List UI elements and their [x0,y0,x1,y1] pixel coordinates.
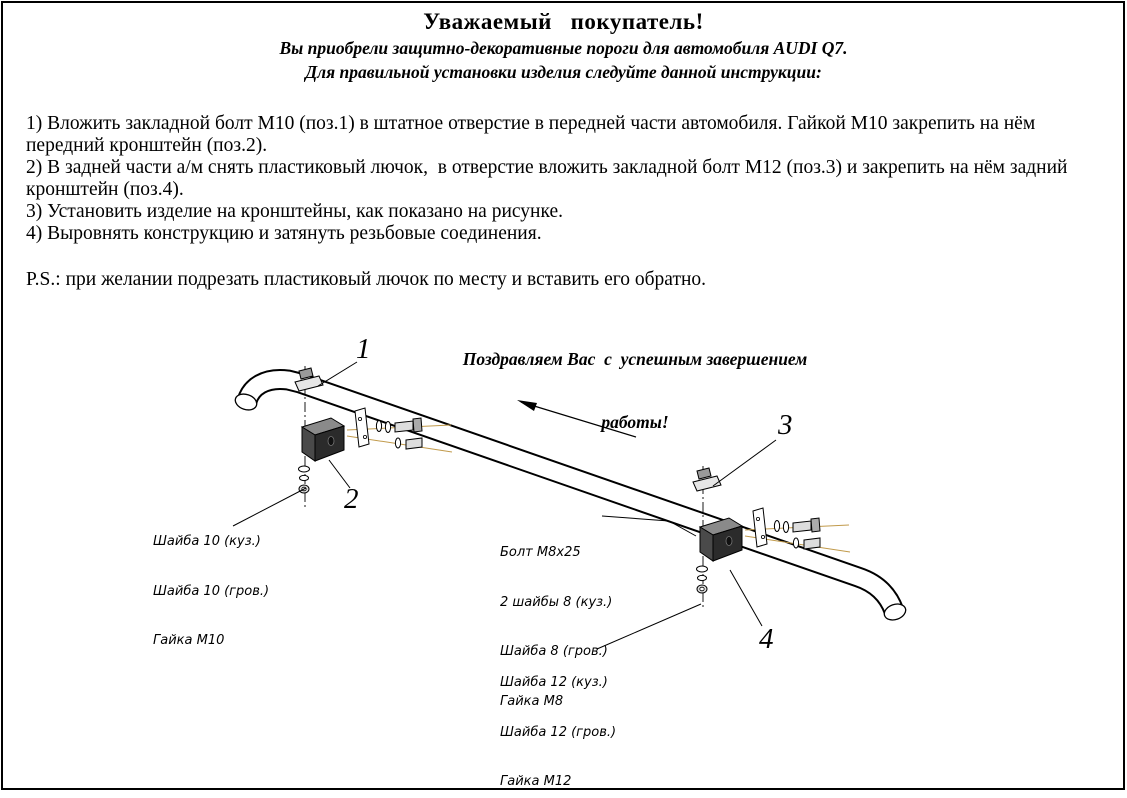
instruction-step-4: 4) Выровнять конструкцию и затянуть резь… [26,223,542,244]
tube-end-cap-rear [883,603,907,621]
callout-4-leader [729,569,763,627]
page-title: Уважаемый покупатель! [423,9,704,34]
label-nut-m12: Гайка М12 [500,774,572,789]
postscript-note: P.S.: при желании подрезать пластиковый … [26,269,707,290]
callout-4: 4 [759,623,774,655]
label-nut-m10: Гайка М10 [153,633,225,648]
rear-fastener-labels: Шайба 12 (куз.) Шайба 12 (гров.) Гайка М… [500,642,616,798]
rear-bolt-fastener-leader [601,515,697,537]
instruction-step-3: 3) Установить изделие на кронштейны, как… [26,201,563,222]
tube-end-cap-front [234,393,258,411]
instruction-step-2: 2) В задней части а/м снять пластиковый … [26,157,1073,200]
direction-arrow [517,400,637,438]
label-washers8-body: 2 шайбы 8 (куз.) [500,594,613,610]
congratulation-text: Поздравляем Вас с успешным завершением р… [380,307,890,475]
instruction-list: 1) Вложить закладной болт М10 (поз.1) в … [26,113,1098,245]
congratulation-line-1: Поздравляем Вас с успешным завершением [462,349,808,369]
header: Уважаемый покупатель! Вы приобрели защит… [0,0,1127,83]
rear-fastener-leader [596,603,702,650]
callout-3-leader [712,439,777,487]
callout-2: 2 [344,483,359,515]
callout-1: 1 [356,333,371,365]
callout-1-leader [317,361,358,387]
front-fastener-labels: Шайба 10 (куз.) Шайба 10 (гров.) Гайка М… [153,501,269,683]
label-washer12-body: Шайба 12 (куз.) [500,675,608,690]
label-washer10-spring: Шайба 10 (гров.) [153,583,270,599]
label-washer8-spring: Шайба 8 (гров.) [500,644,608,659]
subtitle-product: Вы приобрели защитно-декоративные пороги… [279,38,848,58]
front-fastener-leader [232,487,307,527]
callout-2-leader [328,459,351,489]
label-nut-m8: Гайка М8 [500,693,564,709]
congratulation-line-2: работы! [601,412,669,432]
label-bolt-m8x25: Болт М8х25 [500,545,581,560]
rear-bolt-fastener-labels: Болт М8х25 2 шайбы 8 (куз.) Шайба 8 (гро… [500,512,612,743]
subtitle-follow: Для правильной установки изделия следуйт… [305,62,822,82]
callout-3: 3 [777,409,793,441]
label-washer12-spring: Шайба 12 (гров.) [500,724,617,740]
instruction-step-1: 1) Вложить закладной болт М10 (поз.1) в … [26,113,1041,156]
label-washer10-body: Шайба 10 (куз.) [153,534,261,549]
